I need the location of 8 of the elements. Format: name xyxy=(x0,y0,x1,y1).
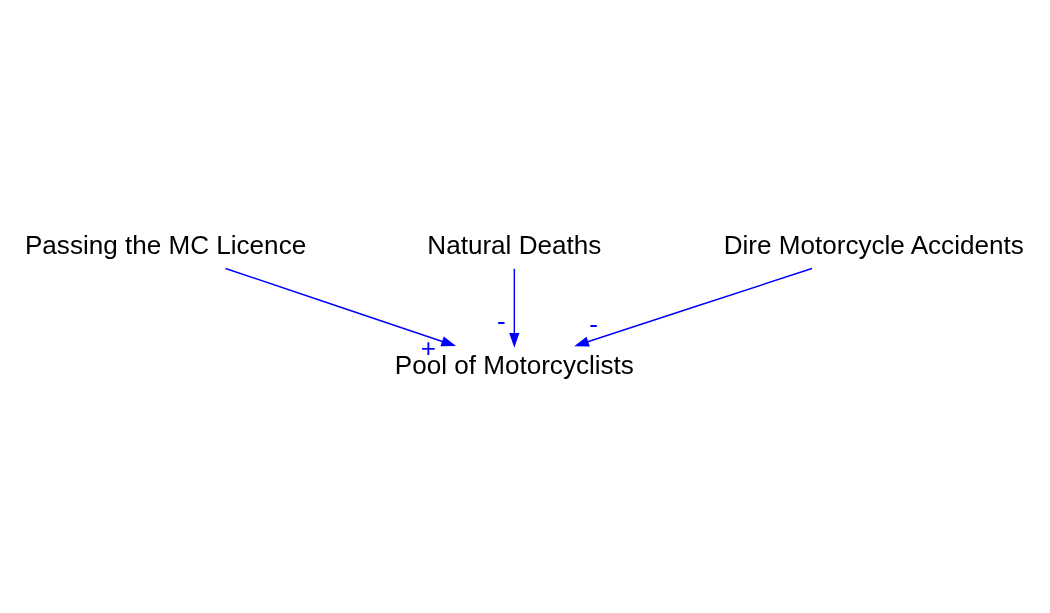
node-text: Dire Motorcycle Accidents xyxy=(723,229,1024,260)
arrow xyxy=(509,267,520,348)
node-text: Natural Deaths xyxy=(427,229,602,260)
arrow xyxy=(224,267,457,346)
edge-label: - xyxy=(589,308,598,339)
edge-label: - xyxy=(496,305,506,336)
arrow xyxy=(574,267,813,346)
node-text: Passing the MC Licence xyxy=(24,229,307,260)
